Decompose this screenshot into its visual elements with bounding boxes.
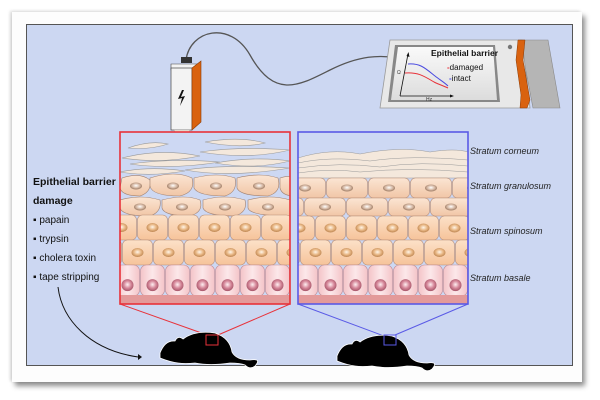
intact-curve bbox=[407, 63, 449, 87]
damage-title-line1: Epithelial barrier bbox=[33, 176, 116, 188]
spinous-cell bbox=[277, 239, 290, 266]
cell-nucleus bbox=[445, 203, 457, 211]
x-axis-label: Hz bbox=[426, 97, 433, 103]
cell-nucleus bbox=[299, 184, 311, 192]
cell-nucleus bbox=[319, 203, 331, 211]
cell-nucleus bbox=[171, 279, 184, 292]
power-led bbox=[507, 44, 513, 50]
layer-label-granulosum: Stratum granulosum bbox=[470, 181, 552, 191]
damage-title-line2: damage bbox=[33, 195, 73, 207]
cell-nucleus bbox=[449, 279, 462, 292]
layer-label-corneum: Stratum corneum bbox=[470, 146, 540, 156]
cell-nucleus bbox=[374, 279, 387, 292]
layer-label-basale: Stratum basale bbox=[470, 273, 531, 283]
mouse-damaged-icon bbox=[159, 331, 258, 369]
layer-label-spinosum: Stratum spinosum bbox=[470, 226, 543, 236]
intact-zoom-line-right bbox=[394, 303, 469, 336]
cell-nucleus bbox=[487, 204, 499, 211]
cell-nucleus bbox=[177, 223, 190, 232]
cell-nucleus bbox=[270, 223, 283, 232]
spinous-cell bbox=[120, 214, 137, 241]
granular-cell bbox=[473, 198, 514, 216]
cell-nucleus bbox=[120, 223, 128, 232]
damage-item: ▪ trypsin bbox=[33, 234, 69, 245]
cell-nucleus bbox=[496, 248, 508, 257]
cell-nucleus bbox=[383, 184, 395, 192]
granular-cell bbox=[298, 177, 326, 199]
cell-nucleus bbox=[433, 248, 446, 257]
y-axis-label: Ω bbox=[397, 70, 401, 76]
probe-accent bbox=[191, 60, 202, 131]
cell-nucleus bbox=[340, 248, 353, 257]
cell-nucleus bbox=[324, 223, 337, 233]
intact-skin-section bbox=[298, 132, 517, 304]
cell-nucleus bbox=[424, 279, 437, 292]
cell-nucleus bbox=[355, 223, 368, 233]
cell-nucleus bbox=[255, 248, 268, 257]
cell-nucleus bbox=[324, 279, 337, 292]
cell-nucleus bbox=[121, 279, 134, 292]
cell-nucleus bbox=[464, 248, 468, 257]
cell-nucleus bbox=[371, 248, 384, 257]
damage-item: ▪ papain bbox=[33, 215, 70, 226]
cell-nucleus bbox=[402, 248, 415, 257]
cell-nucleus bbox=[386, 223, 399, 233]
damaged-zoom-line-right bbox=[217, 303, 291, 336]
screen-y-axis bbox=[399, 53, 409, 97]
cell-nucleus bbox=[224, 248, 237, 257]
lightning-bolt-icon bbox=[178, 90, 185, 106]
cell-nucleus bbox=[239, 223, 252, 232]
intact-sample-marker bbox=[383, 334, 397, 346]
cell-nucleus bbox=[286, 248, 290, 257]
cell-nucleus bbox=[196, 279, 209, 292]
legend-damaged: -damaged bbox=[447, 63, 484, 72]
granular-cell bbox=[298, 197, 304, 217]
cell-nucleus bbox=[403, 203, 415, 211]
legend-intact: -intact bbox=[449, 74, 471, 83]
cell-nucleus bbox=[221, 279, 234, 292]
damaged-zoom-line-left bbox=[119, 303, 211, 337]
spinous-cell bbox=[487, 240, 517, 265]
intact-zoom-line-left bbox=[297, 303, 385, 337]
spinous-cell bbox=[455, 239, 468, 266]
probe-cable bbox=[185, 32, 399, 86]
monitor-accent bbox=[515, 39, 531, 109]
damaged-sample-marker bbox=[205, 334, 219, 346]
cell-nucleus bbox=[399, 279, 412, 292]
monitor-screen bbox=[391, 47, 497, 100]
cell-nucleus bbox=[299, 279, 312, 292]
damage-panel: Epithelial barrier damage ▪ papain ▪ try… bbox=[33, 173, 116, 287]
cell-nucleus bbox=[131, 248, 144, 257]
cell-nucleus bbox=[146, 223, 159, 232]
cell-nucleus bbox=[146, 279, 159, 292]
damaged-curve bbox=[404, 72, 449, 89]
damage-item: ▪ tape stripping bbox=[33, 272, 100, 283]
granular-cell bbox=[452, 177, 468, 199]
damaged-skin-section bbox=[120, 132, 290, 304]
cell-nucleus bbox=[341, 184, 353, 192]
spinous-cell bbox=[298, 215, 315, 241]
cell-nucleus bbox=[425, 184, 437, 192]
treatment-arrow bbox=[57, 286, 139, 358]
cell-nucleus bbox=[309, 248, 322, 257]
cell-nucleus bbox=[162, 248, 175, 257]
mouse-intact-icon bbox=[336, 334, 435, 372]
cell-nucleus bbox=[448, 223, 461, 233]
damaged-panel-frame bbox=[119, 131, 291, 305]
cell-nucleus bbox=[417, 223, 430, 233]
electrode-probe bbox=[170, 57, 202, 139]
cell-nucleus bbox=[349, 279, 362, 292]
cell-nucleus bbox=[298, 223, 306, 233]
intact-panel-frame bbox=[297, 131, 469, 305]
probe-body bbox=[170, 67, 193, 131]
damage-item: ▪ cholera toxin bbox=[33, 253, 97, 264]
cell-nucleus bbox=[271, 279, 284, 292]
cell-nucleus bbox=[208, 223, 221, 232]
impedance-monitor bbox=[379, 39, 561, 109]
cell-nucleus bbox=[361, 203, 373, 211]
cell-nucleus bbox=[246, 279, 259, 292]
cell-nucleus bbox=[193, 248, 206, 257]
monitor-title: Epithelial barrier bbox=[431, 48, 499, 58]
